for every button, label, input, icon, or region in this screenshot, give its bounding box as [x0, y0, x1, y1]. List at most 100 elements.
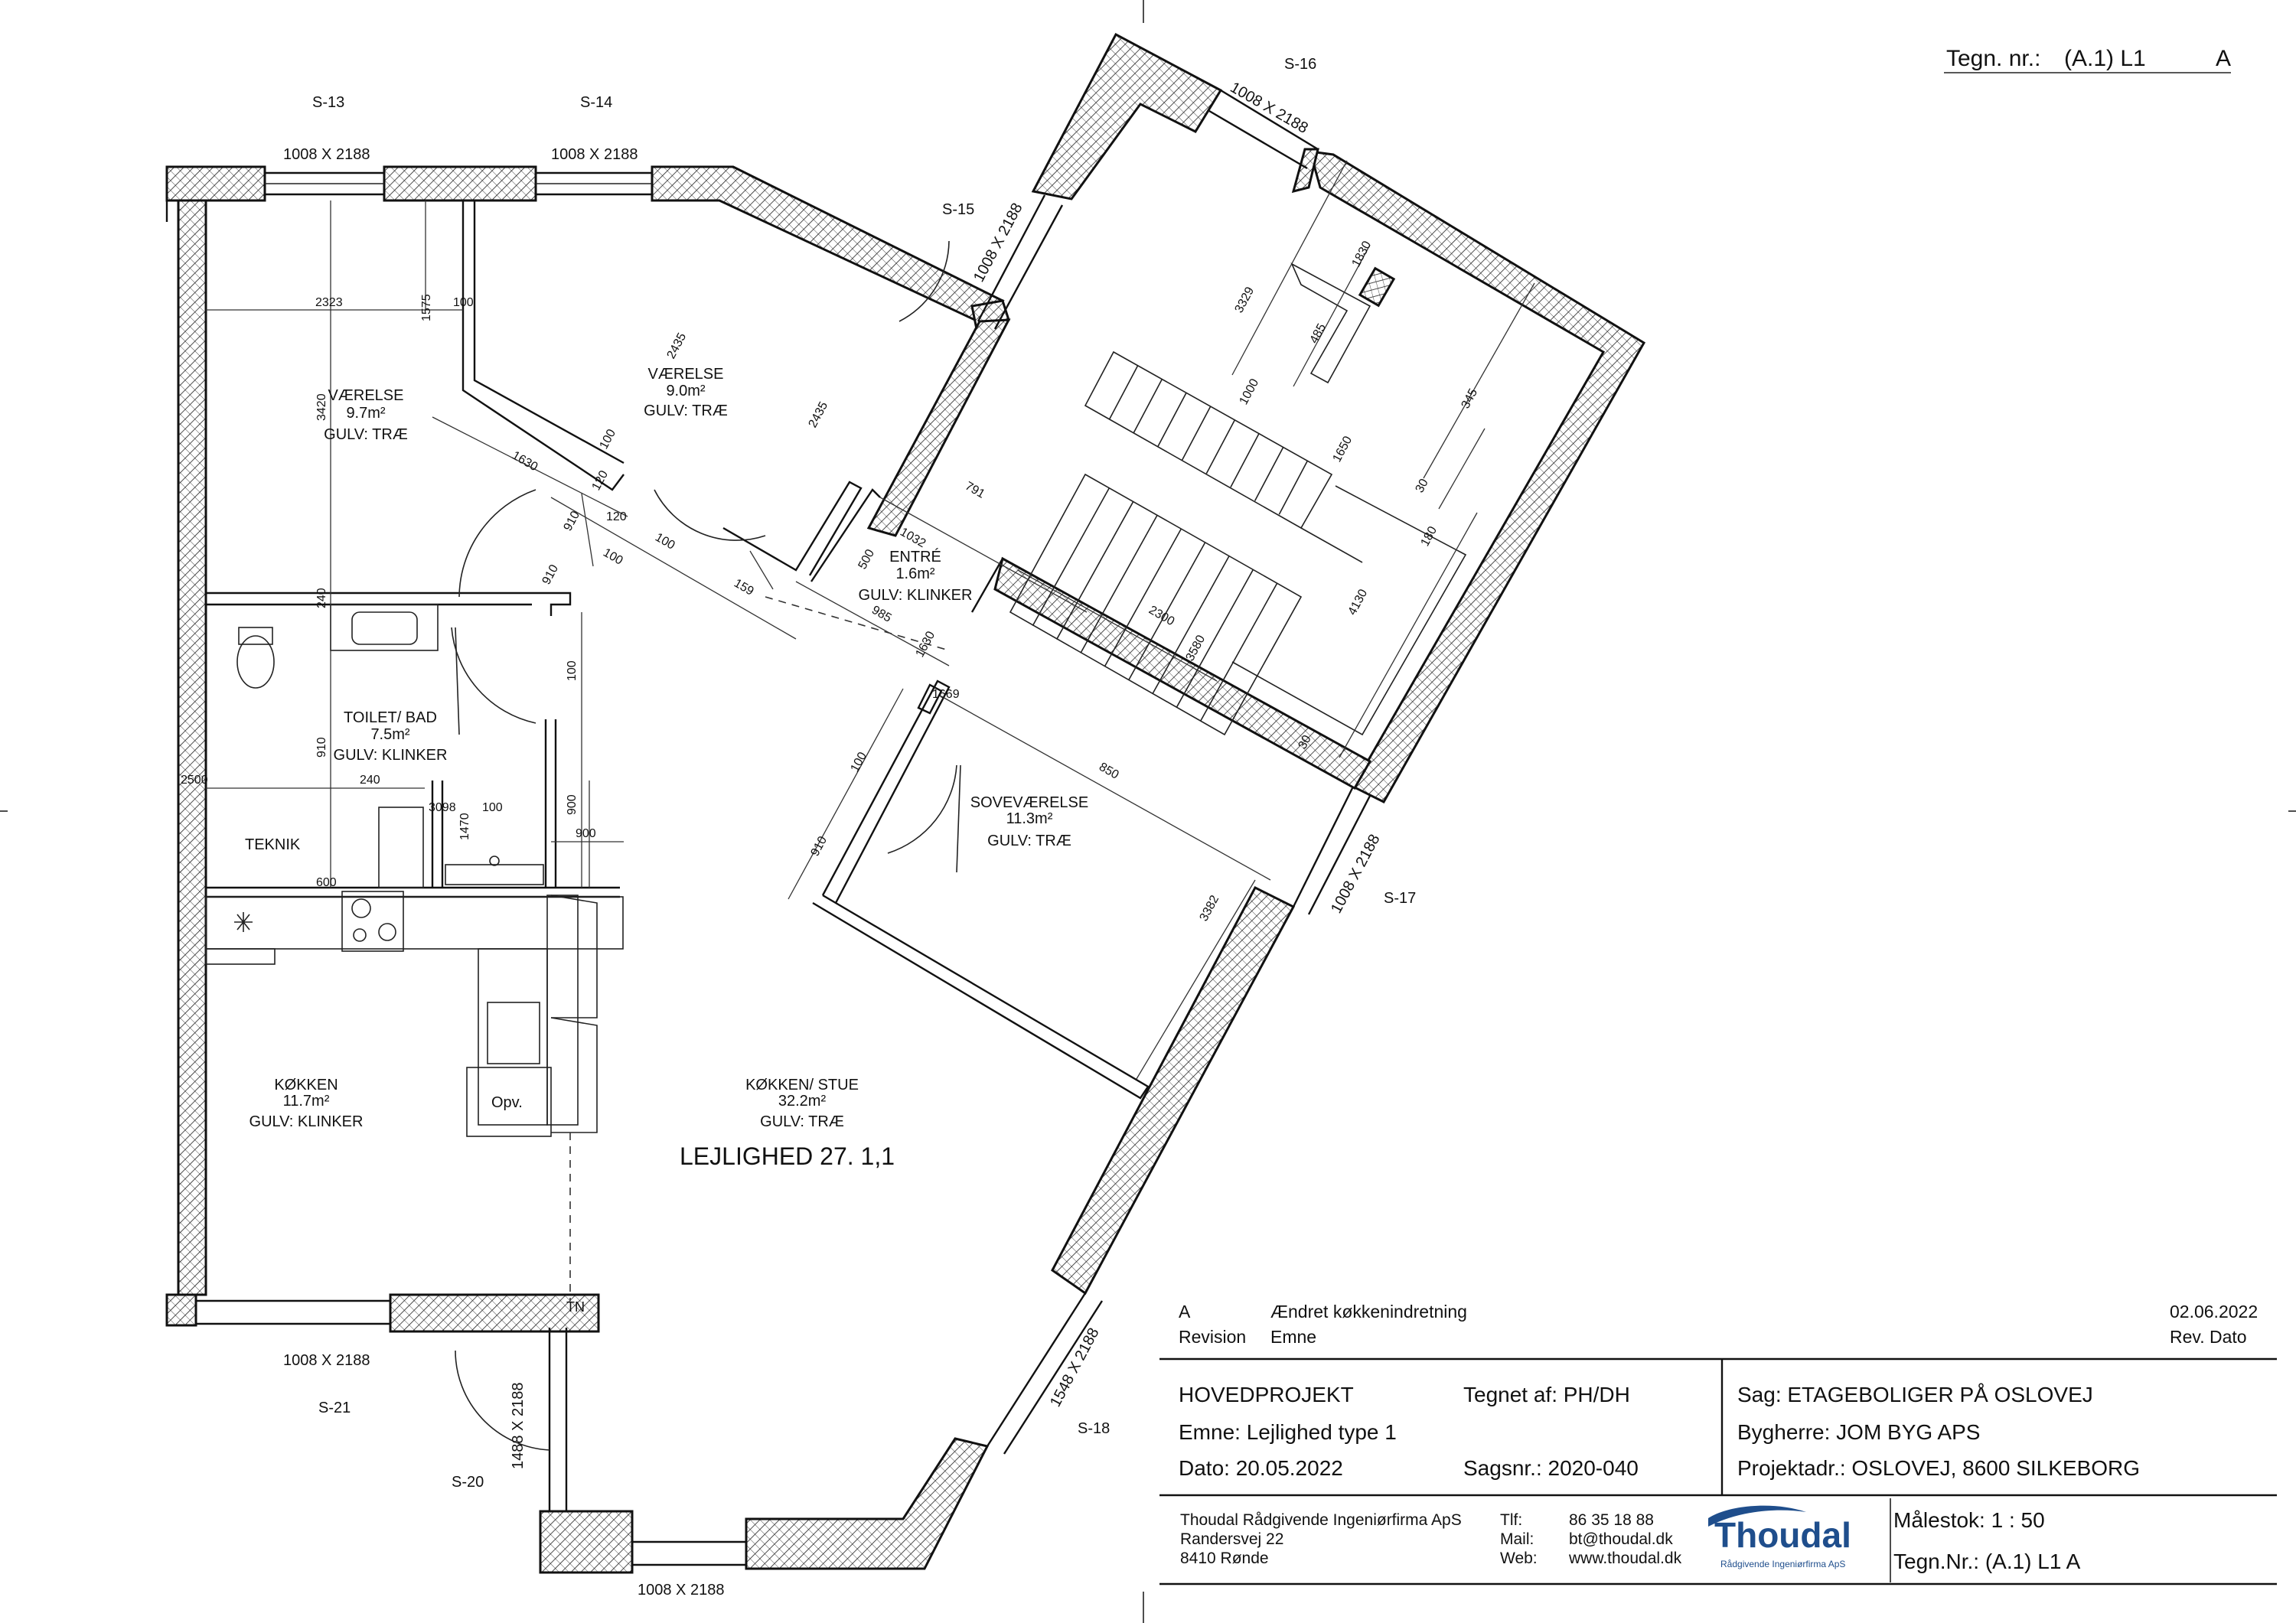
drawing-number-label: Tegn. nr.:	[1946, 46, 2040, 71]
svg-text:2435: 2435	[665, 331, 690, 360]
svg-text:2323: 2323	[315, 296, 343, 309]
company-logo: Thoudal Rådgivende Ingeniørfirma ApS	[1708, 1505, 1851, 1569]
stair-tread	[1127, 542, 1206, 681]
svg-text:900: 900	[576, 827, 596, 840]
svg-text:SOVEVÆRELSE: SOVEVÆRELSE	[970, 794, 1089, 811]
stair-tread	[1230, 433, 1260, 488]
staircase	[1009, 262, 1467, 736]
stair-tread	[1032, 487, 1110, 627]
svg-text:910: 910	[809, 834, 830, 859]
svg-text:3382: 3382	[1198, 893, 1222, 923]
svg-text:1032: 1032	[898, 526, 928, 551]
stair-tread	[1055, 501, 1134, 640]
opening-size-s18: 1548 X 2188	[1047, 1325, 1103, 1410]
window-s21	[196, 1299, 390, 1325]
phone-label: Tlf:	[1500, 1511, 1522, 1529]
label-tn: TN	[566, 1299, 585, 1315]
svg-text:GULV: KLINKER: GULV: KLINKER	[334, 747, 448, 764]
web-label: Web:	[1500, 1550, 1538, 1567]
opening-size-s21: 1008 X 2188	[283, 1352, 370, 1369]
svg-text:3420: 3420	[315, 393, 328, 421]
svg-text:2300: 2300	[1146, 604, 1176, 629]
revision-text: Ændret køkkenindretning	[1270, 1302, 1467, 1322]
client: Bygherre: JOM BYG APS	[1737, 1420, 1980, 1444]
stair-tread	[1176, 569, 1254, 708]
window-tag-s18: S-18	[1078, 1420, 1110, 1437]
opening-size-s17: 1008 X 2188	[1328, 832, 1384, 916]
svg-text:7.5m²: 7.5m²	[370, 726, 409, 743]
svg-text:VÆRELSE: VÆRELSE	[648, 366, 724, 383]
window-tag-s15: S-15	[942, 201, 974, 218]
subject: Emne: Lejlighed type 1	[1179, 1420, 1397, 1444]
svg-text:100: 100	[453, 296, 474, 309]
stair-tread	[1278, 460, 1309, 515]
stair-tread	[1133, 379, 1163, 433]
drawing-number: Tegn.Nr.: (A.1) L1 A	[1893, 1550, 2081, 1573]
svg-text:GULV: TRÆ: GULV: TRÆ	[987, 833, 1071, 849]
svg-text:GULV: TRÆ: GULV: TRÆ	[760, 1113, 844, 1130]
exterior-walls	[165, 32, 1646, 1574]
svg-text:985: 985	[869, 604, 894, 625]
window-bottom	[632, 1540, 746, 1566]
case-name: Sag: ETAGEBOLIGER PÅ OSLOVEJ	[1737, 1383, 2093, 1406]
svg-text:32.2m²: 32.2m²	[778, 1093, 827, 1110]
logo-subtitle: Rådgivende Ingeniørfirma ApS	[1720, 1559, 1845, 1569]
svg-text:1630: 1630	[914, 629, 938, 659]
phone-value: 86 35 18 88	[1569, 1511, 1654, 1529]
svg-text:120: 120	[606, 510, 627, 523]
company-street: Randersvej 22	[1180, 1530, 1283, 1548]
drawn-by: Tegnet af: PH/DH	[1463, 1383, 1630, 1406]
stair-tread	[1152, 556, 1230, 695]
opening-size-s20: 1488 X 2188	[510, 1383, 527, 1469]
svg-text:GULV: KLINKER: GULV: KLINKER	[859, 587, 973, 604]
apartment-title: LEJLIGHED 27. 1,1	[680, 1142, 895, 1170]
window-s13	[265, 171, 384, 196]
svg-text:910: 910	[562, 509, 583, 533]
svg-text:3098: 3098	[429, 801, 456, 814]
revision-column-label: Revision	[1179, 1327, 1246, 1347]
svg-text:11.3m²: 11.3m²	[1006, 810, 1053, 827]
svg-text:GULV: TRÆ: GULV: TRÆ	[644, 402, 728, 419]
window-tag-s14: S-14	[580, 94, 612, 111]
svg-text:240: 240	[360, 774, 380, 787]
svg-text:910: 910	[540, 562, 562, 587]
svg-text:2500: 2500	[181, 774, 208, 787]
case-number: Sagsnr.: 2020-040	[1463, 1456, 1639, 1480]
company-name: Thoudal Rådgivende Ingeniørfirma ApS	[1180, 1511, 1462, 1529]
project-address: Projektadr.: OSLOVEJ, 8600 SILKEBORG	[1737, 1456, 2140, 1480]
fixtures	[205, 604, 624, 1137]
svg-text:1650: 1650	[1331, 434, 1355, 464]
stair-tread	[1205, 419, 1236, 474]
stair-tread	[1254, 447, 1284, 501]
svg-text:100: 100	[566, 660, 579, 681]
web-value: www.thoudal.dk	[1568, 1550, 1682, 1567]
stair-tread	[1199, 582, 1278, 722]
svg-text:240: 240	[315, 588, 328, 608]
window-s17	[1292, 786, 1371, 915]
mail-value: bt@thoudal.dk	[1569, 1530, 1673, 1548]
window-s18	[986, 1292, 1104, 1455]
revision-row: A Ændret køkkenindretning 02.06.2022 Rev…	[1179, 1302, 2258, 1347]
svg-text:2435: 2435	[807, 399, 831, 429]
opening-size-bottom: 1008 X 2188	[638, 1582, 724, 1599]
svg-text:850: 850	[1097, 761, 1121, 782]
drawing-revision-letter: A	[2216, 46, 2231, 71]
project-type: HOVEDPROJEKT	[1179, 1383, 1354, 1406]
window-s15	[977, 194, 1064, 330]
svg-text:30: 30	[1414, 477, 1431, 495]
stair-tread	[1181, 406, 1212, 461]
svg-text:120: 120	[590, 468, 612, 493]
svg-text:3580: 3580	[1184, 633, 1208, 663]
svg-text:600: 600	[316, 876, 337, 889]
svg-text:100: 100	[598, 427, 619, 451]
opening-size-s13: 1008 X 2188	[283, 146, 370, 163]
svg-text:1630: 1630	[510, 449, 540, 474]
svg-text:1.6m²: 1.6m²	[895, 565, 934, 582]
